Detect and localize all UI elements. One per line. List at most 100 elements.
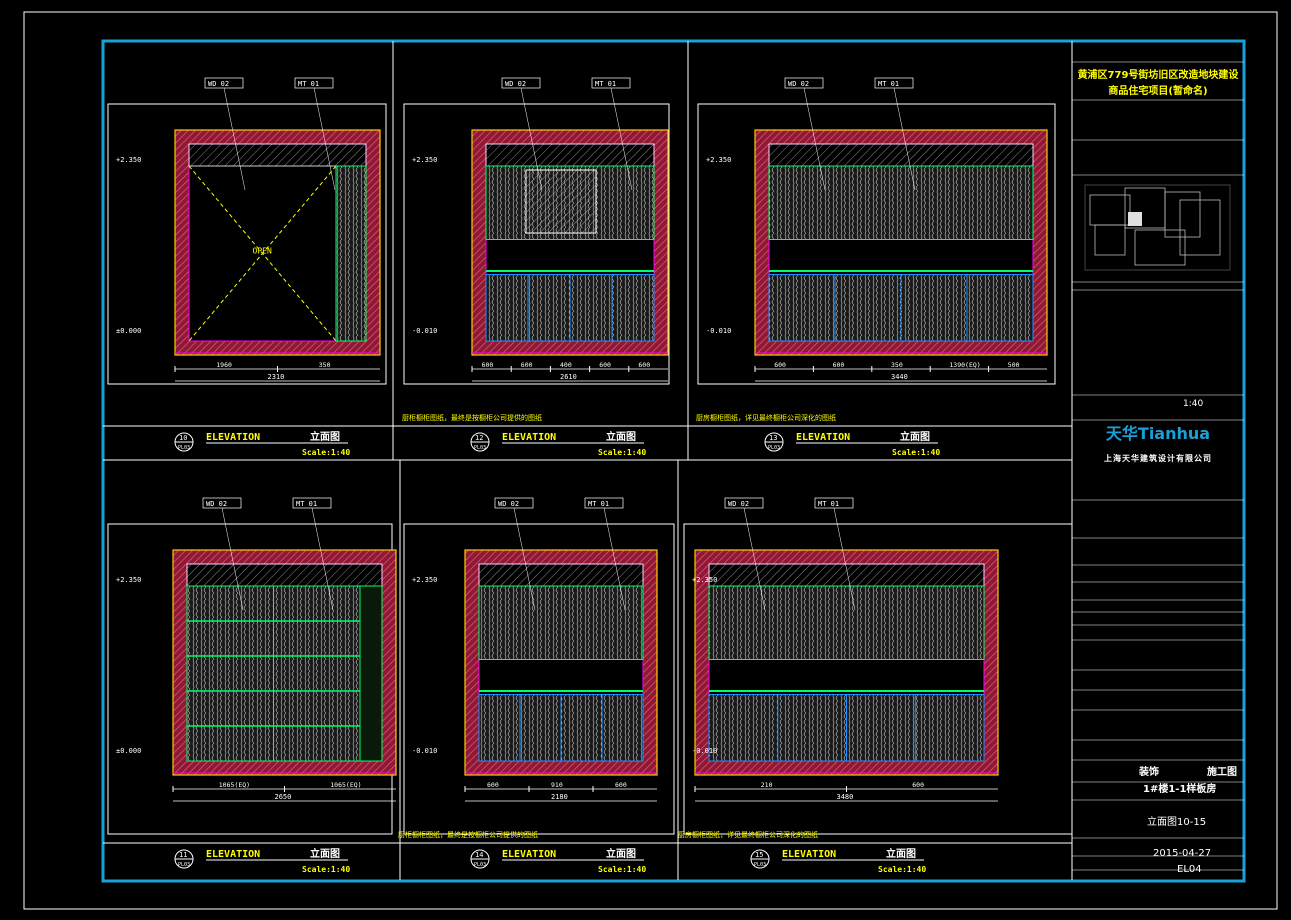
elevation-cn-label: 立面图: [310, 847, 340, 860]
scale-label: Scale:1:40: [878, 865, 926, 874]
material-tag-text: MT 01: [298, 80, 319, 88]
dimension-text: 600: [615, 781, 627, 789]
dimension-text: 600: [833, 361, 845, 369]
key-plan-room: [1164, 191, 1201, 238]
upper-cabinets: [478, 585, 644, 660]
leader-line: [513, 507, 536, 611]
level-bottom: ±0.000: [116, 747, 141, 755]
detail-number: 13: [769, 434, 777, 442]
detail-ref: PL03: [754, 862, 766, 868]
key-plan-room: [1134, 229, 1186, 266]
date-value: 2015-04-27: [1153, 848, 1212, 859]
ceiling-band: [485, 143, 655, 167]
upper-cabinets: [708, 585, 985, 660]
material-tag-text: MT 01: [296, 500, 317, 508]
dimension-text: 210: [761, 781, 773, 789]
scale-label: Scale:1:40: [302, 448, 350, 457]
key-plan-room: [1094, 224, 1126, 256]
detail-frame: [683, 523, 1073, 835]
dimension-text: 1065(EQ): [219, 781, 250, 789]
sheet-number: EL04: [1177, 864, 1202, 875]
dimension-total: 2180: [551, 793, 568, 801]
dimension-text: 600: [638, 361, 650, 369]
elevation-label: ELEVATION: [206, 432, 260, 443]
key-plan-frame: [1084, 184, 1231, 271]
unit-value: 1#楼1-1样板房: [1143, 784, 1217, 795]
project-title-line2: 商品住宅项目(暂命名): [1108, 86, 1208, 97]
level-top: +2.350: [412, 156, 437, 164]
leader-line: [833, 507, 856, 611]
level-bottom: ±0.000: [116, 327, 141, 335]
dimension-total: 3480: [837, 793, 854, 801]
leader-line: [223, 87, 246, 191]
cabinet-note: 厨柜橱柜图纸，最终是按橱柜公司提供的图纸: [398, 830, 538, 839]
material-tag-text: MT 01: [588, 500, 609, 508]
dimension-total: 3440: [891, 373, 908, 381]
dimension-text: 350: [319, 361, 331, 369]
dimension-text: 600: [774, 361, 786, 369]
elevation-cn-label: 立面图: [606, 847, 636, 860]
material-tag-text: MT 01: [595, 80, 616, 88]
elevation-cn-label: 立面图: [900, 430, 930, 443]
leader-line: [803, 87, 826, 191]
ceiling-band: [708, 563, 985, 587]
dimension-text: 1065(EQ): [330, 781, 361, 789]
project-title-line1: 黄浦区779号街坊旧区改造地块建设: [1077, 70, 1239, 81]
cabinet-note: 厨柜橱柜图纸，最终是按橱柜公司提供的图纸: [402, 413, 542, 422]
level-top: +2.350: [116, 576, 141, 584]
dimension-text: 500: [1008, 361, 1020, 369]
material-tag-text: WD 02: [788, 80, 809, 88]
detail-number: 12: [475, 434, 483, 442]
leader-line: [311, 507, 334, 611]
detail-ref: PL03: [178, 445, 190, 451]
key-plan-room: [1179, 199, 1221, 256]
dimension-text: 1390(EQ): [949, 361, 980, 369]
material-tag-text: MT 01: [878, 80, 899, 88]
key-plan: [1084, 184, 1231, 271]
scale-label: Scale:1:40: [598, 448, 646, 457]
leader-line: [603, 507, 626, 611]
level-top: +2.350: [412, 576, 437, 584]
dimension-text: 600: [521, 361, 533, 369]
dimension-text: 600: [912, 781, 924, 789]
dimension-text: 600: [599, 361, 611, 369]
cabinet-note: 厨房橱柜图纸，详见最终橱柜公司深化的图纸: [678, 830, 818, 839]
dimension-text: 600: [482, 361, 494, 369]
door-swing-line: [188, 165, 337, 342]
elevation-label: ELEVATION: [206, 849, 260, 860]
dimension-text: 1960: [216, 361, 232, 369]
scale-value: 1:40: [1183, 399, 1204, 409]
sheet-outer-border: [23, 11, 1278, 910]
detail-number: 15: [755, 851, 763, 859]
ceiling-band: [188, 143, 367, 167]
dimension-text: 910: [551, 781, 563, 789]
material-tag-text: MT 01: [818, 500, 839, 508]
stage-value: 施工图: [1207, 767, 1237, 778]
detail-frame: [403, 103, 670, 385]
level-bottom: -0.010: [692, 747, 717, 755]
elevation-label: ELEVATION: [796, 432, 850, 443]
specialty-value: 装饰: [1139, 767, 1159, 778]
detail-frame: [403, 523, 675, 835]
ceiling-band: [768, 143, 1034, 167]
detail-frame: [107, 103, 387, 385]
level-top: +2.350: [692, 576, 717, 584]
upper-cabinets: [768, 165, 1034, 240]
detail-number: 10: [179, 434, 187, 442]
detail-number: 14: [475, 851, 483, 859]
level-top: +2.350: [706, 156, 731, 164]
elevation-cn-label: 立面图: [310, 430, 340, 443]
detail-ref: PL03: [474, 862, 486, 868]
company-name: 上海天华建筑设计有限公司: [1104, 454, 1212, 463]
level-bottom: -0.010: [706, 327, 731, 335]
detail-ref: PL03: [178, 862, 190, 868]
scale-label: Scale:1:40: [302, 865, 350, 874]
level-bottom: -0.010: [412, 747, 437, 755]
scale-label: Scale:1:40: [598, 865, 646, 874]
leader-line: [221, 507, 244, 611]
